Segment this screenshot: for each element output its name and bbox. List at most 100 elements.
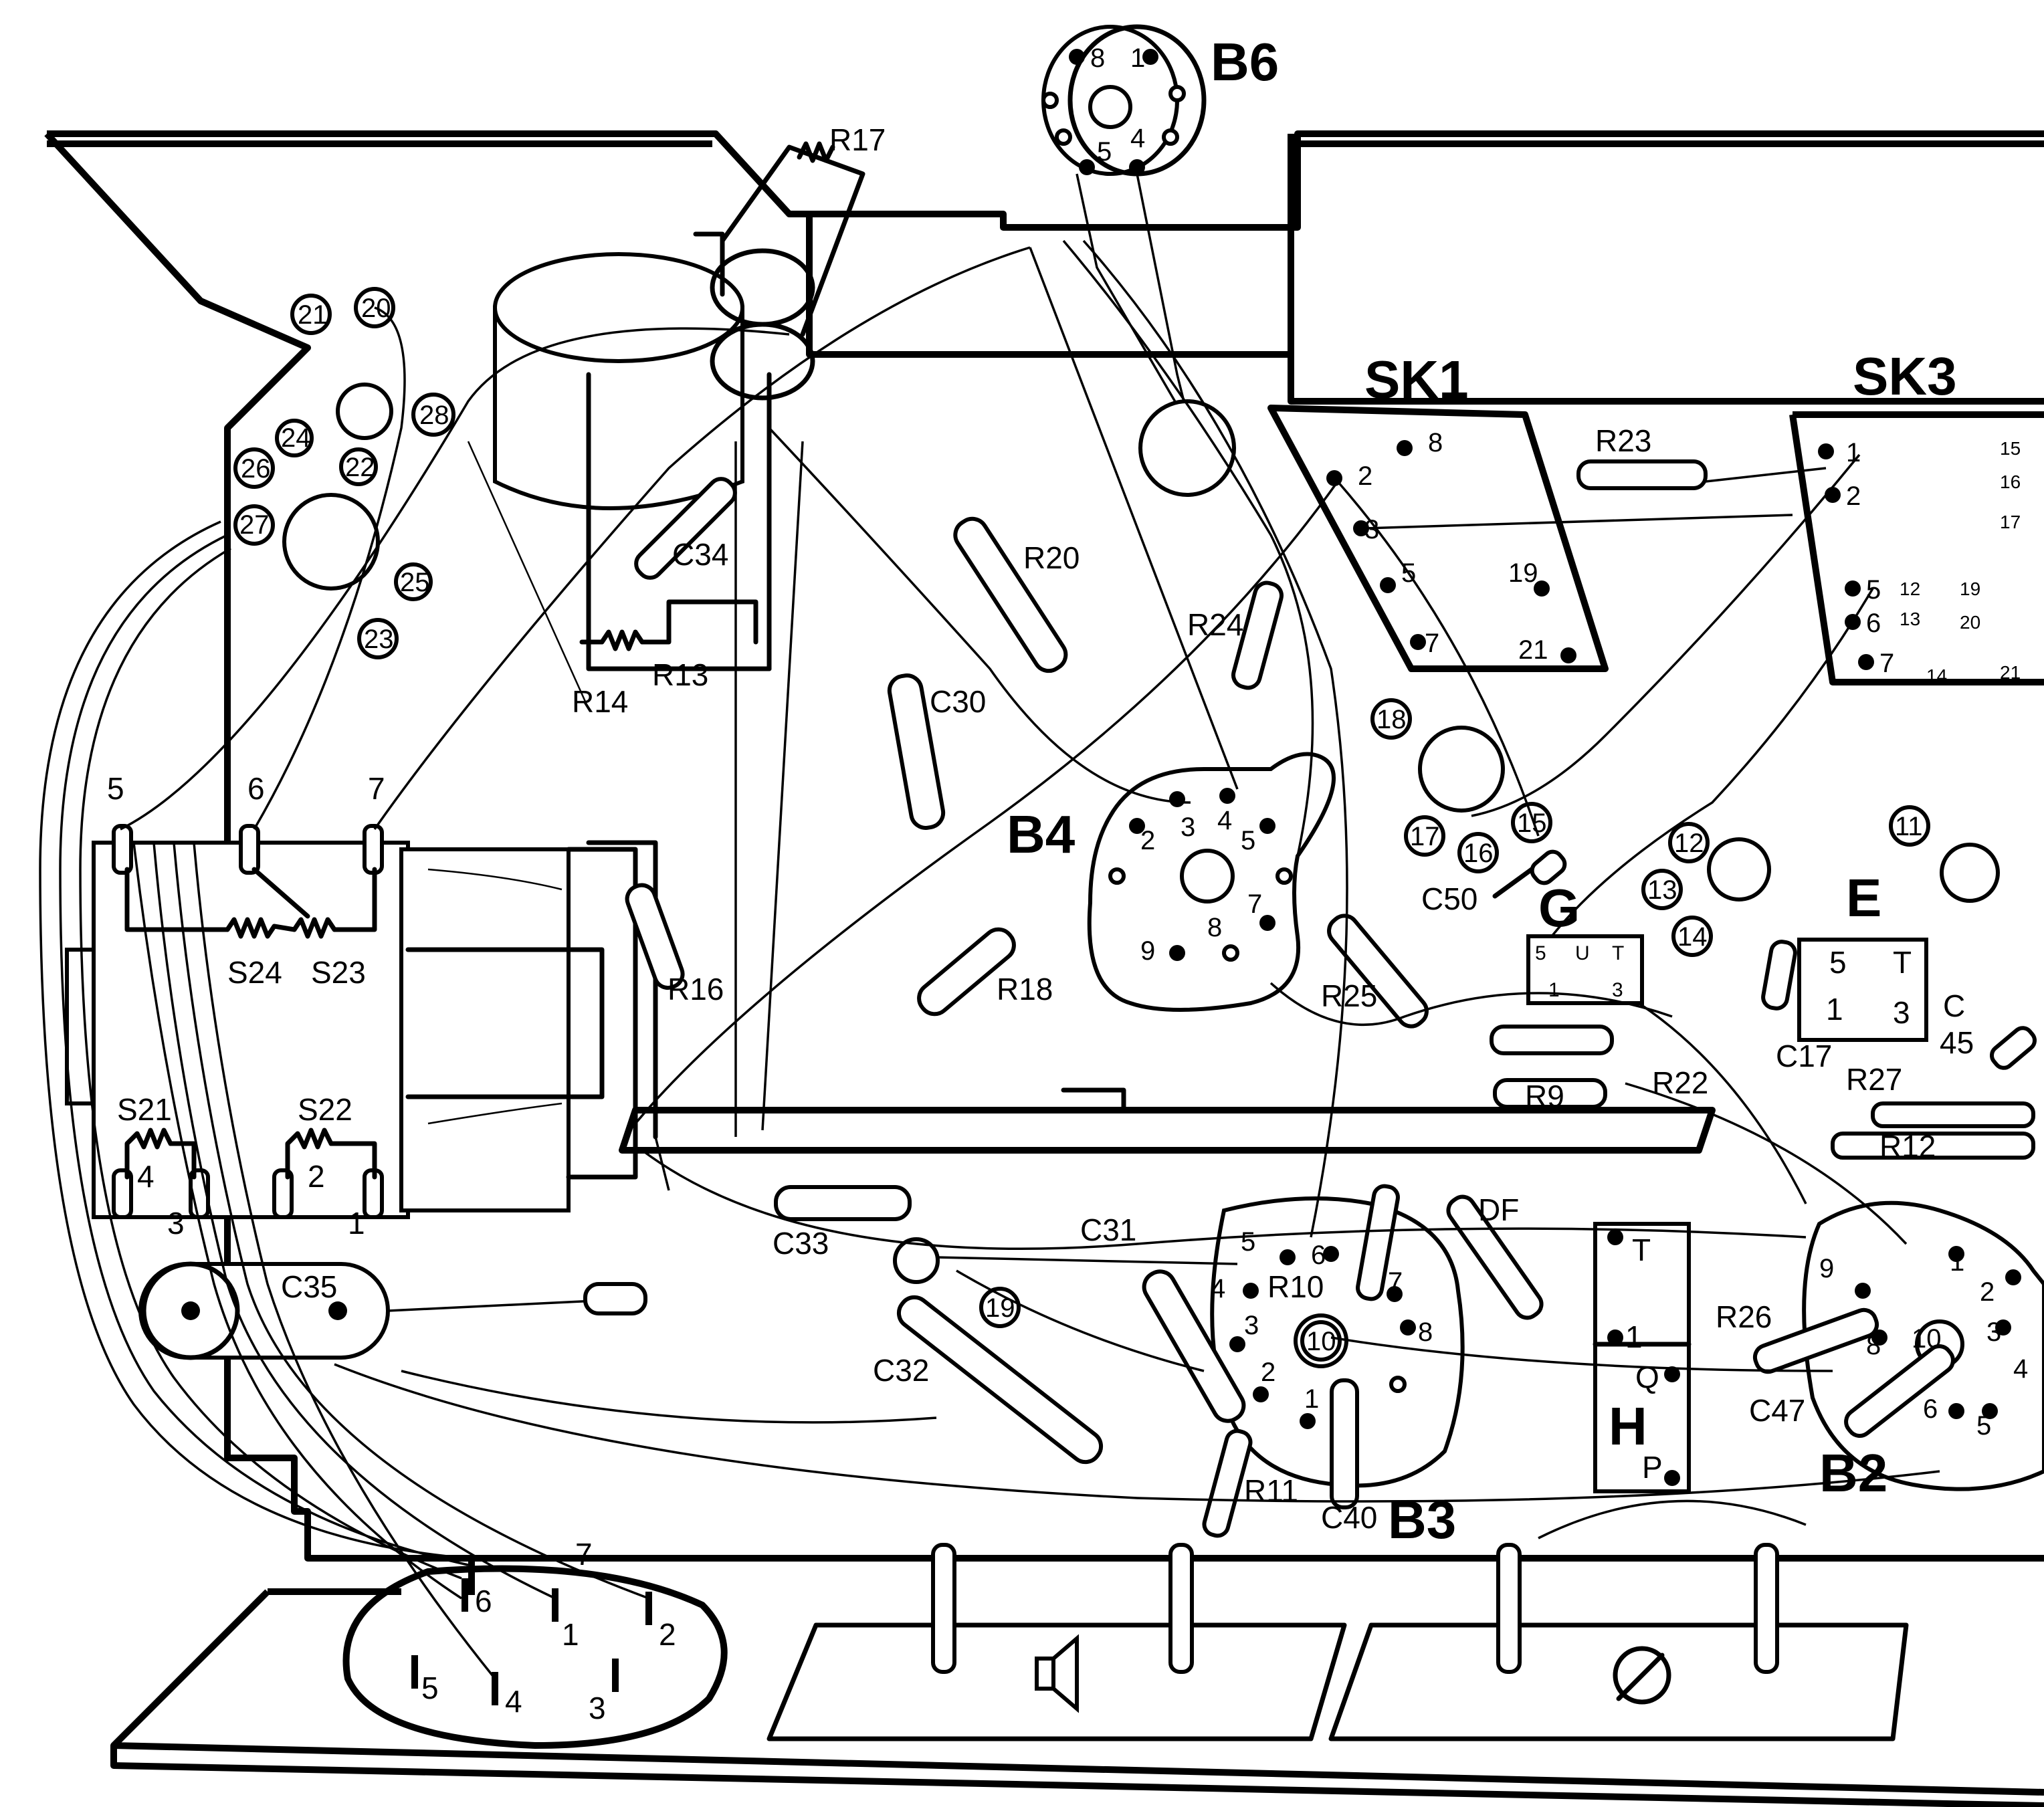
term-16: 16	[1463, 839, 1494, 868]
label-c30: C30	[930, 684, 986, 719]
e-pin-3: 3	[1893, 995, 1910, 1030]
sk3-pin-12: 12	[1900, 578, 1920, 599]
g-pin-t: T	[1612, 942, 1624, 964]
can-component	[493, 231, 815, 671]
e-pin-5: 5	[1829, 945, 1847, 980]
sk3-pin-16: 16	[2000, 471, 2021, 492]
b3-pin-7: 7	[1388, 1267, 1403, 1297]
resistor-r16: R16	[625, 883, 724, 1006]
term-23: 23	[364, 625, 394, 654]
module-e: E 11 5 T 1 3	[1797, 805, 2000, 1042]
socket-sk3: SK3 1 2 5 6 7 15 16 17 12 13 14 19 20 21	[1789, 346, 2044, 686]
h-pin-p: P	[1642, 1450, 1663, 1485]
b3-pin-3: 3	[1244, 1311, 1259, 1340]
label-b4: B4	[1007, 805, 1076, 864]
sk1-pin-3: 3	[1364, 515, 1379, 544]
term-19: 19	[985, 1293, 1015, 1323]
label-c45-b: 45	[1940, 1025, 1974, 1060]
label-r26: R26	[1716, 1299, 1772, 1334]
sk1-pin-7: 7	[1425, 629, 1439, 658]
term-18: 18	[1376, 705, 1407, 734]
h-pin-1: 1	[1625, 1319, 1643, 1354]
sk1-pin-19: 19	[1508, 558, 1538, 588]
b2-pin-1: 1	[1950, 1247, 1964, 1277]
label-r16: R16	[668, 972, 724, 1006]
switch-assembly: 5 6 7 4 3 2 1 S24 S23 S21 S22	[65, 771, 658, 1241]
term-13: 13	[1647, 875, 1677, 905]
b6-pin-8: 8	[1090, 43, 1105, 73]
term-10: 10	[1306, 1327, 1336, 1356]
resistor-r24: R24	[1187, 580, 1284, 690]
capacitor-c31: C31	[1080, 1212, 1246, 1423]
tube-socket-b6: 8 1 5 4 B6	[1041, 24, 1279, 455]
label-c40: C40	[1321, 1500, 1377, 1535]
sw-pin-7: 7	[368, 771, 385, 806]
h-pin-t: T	[1632, 1233, 1651, 1267]
g-pin-5: 5	[1535, 942, 1546, 964]
b3-pin-6: 6	[1311, 1241, 1326, 1270]
socket-pin-7: 7	[575, 1537, 593, 1572]
b3-pin-4: 4	[1211, 1274, 1225, 1303]
resistor-r13: R13	[579, 599, 758, 692]
label-c33: C33	[773, 1226, 829, 1261]
sk3-pin-15: 15	[2000, 438, 2021, 459]
capacitor-c30: C30	[887, 673, 986, 830]
term-21: 21	[298, 300, 328, 330]
tube-socket-b3: 5 6 4 3 2 1 7 8 10 R10 B3	[1210, 1184, 1465, 1550]
sk1-pin-21: 21	[1518, 635, 1548, 665]
label-s23: S23	[311, 955, 366, 990]
term-25: 25	[400, 568, 430, 597]
label-s24: S24	[227, 955, 282, 990]
label-s21: S21	[117, 1092, 172, 1127]
b2-pin-6: 6	[1923, 1394, 1938, 1424]
term-26: 26	[241, 454, 271, 484]
b4-pin-9: 9	[1140, 936, 1155, 966]
terminal-cluster: 21 20 28 26 24 22 27 25 23	[233, 287, 455, 659]
label-c47: C47	[1749, 1393, 1805, 1428]
label-c32: C32	[873, 1353, 929, 1388]
sw-pin-4: 4	[137, 1159, 155, 1194]
sk3-pin-1: 1	[1846, 438, 1861, 467]
term-24: 24	[281, 423, 311, 453]
label-df: DF	[1478, 1192, 1519, 1227]
label-sk1: SK1	[1364, 350, 1469, 409]
term-12: 12	[1674, 829, 1704, 858]
capacitor-c32: 19 C32	[873, 1237, 1104, 1465]
label-sk3: SK3	[1853, 346, 1957, 406]
b3-pin-2: 2	[1261, 1358, 1275, 1387]
label-r11: R11	[1244, 1473, 1298, 1508]
socket-pin-1: 1	[562, 1617, 579, 1652]
b3-pin-8: 8	[1418, 1317, 1433, 1347]
resistor-r17: R17	[720, 122, 886, 337]
b2-pin-4: 4	[2013, 1354, 2028, 1384]
label-r14: R14	[572, 684, 628, 719]
meter-icon	[1613, 1646, 1671, 1705]
label-r17: R17	[829, 122, 886, 157]
wiring-harness	[39, 239, 1940, 1680]
resistor-r25: R25	[1321, 914, 1429, 1029]
label-r23: R23	[1595, 423, 1651, 458]
label-h: H	[1609, 1396, 1647, 1456]
label-r20: R20	[1023, 540, 1080, 575]
resistor-r9-r22: R9 R22 C17 R27 R12	[1490, 940, 2035, 1164]
label-r13: R13	[652, 657, 708, 692]
label-r24: R24	[1187, 607, 1243, 642]
sw-pin-1: 1	[348, 1206, 365, 1241]
capacitor-c50: C50	[1421, 849, 1567, 916]
socket-pin-2: 2	[659, 1617, 676, 1652]
b6-pin-1: 1	[1130, 43, 1145, 73]
term-17: 17	[1410, 822, 1440, 851]
label-r18: R18	[997, 972, 1053, 1006]
b4-pin-3: 3	[1181, 813, 1195, 842]
capacitor-c34: C34	[634, 477, 737, 580]
speaker-icon	[1035, 1634, 1079, 1713]
grommet	[1138, 399, 1236, 497]
front-posts	[931, 1543, 1779, 1674]
sk3-pin-20: 20	[1960, 612, 1980, 633]
terminal-cluster-g: 12 13 14	[1641, 822, 1771, 957]
capacitor-c35: C35	[138, 1261, 647, 1360]
g-pin-3: 3	[1612, 979, 1623, 1001]
component-df: DF	[1446, 1192, 1544, 1320]
b6-pin-5: 5	[1097, 137, 1112, 167]
